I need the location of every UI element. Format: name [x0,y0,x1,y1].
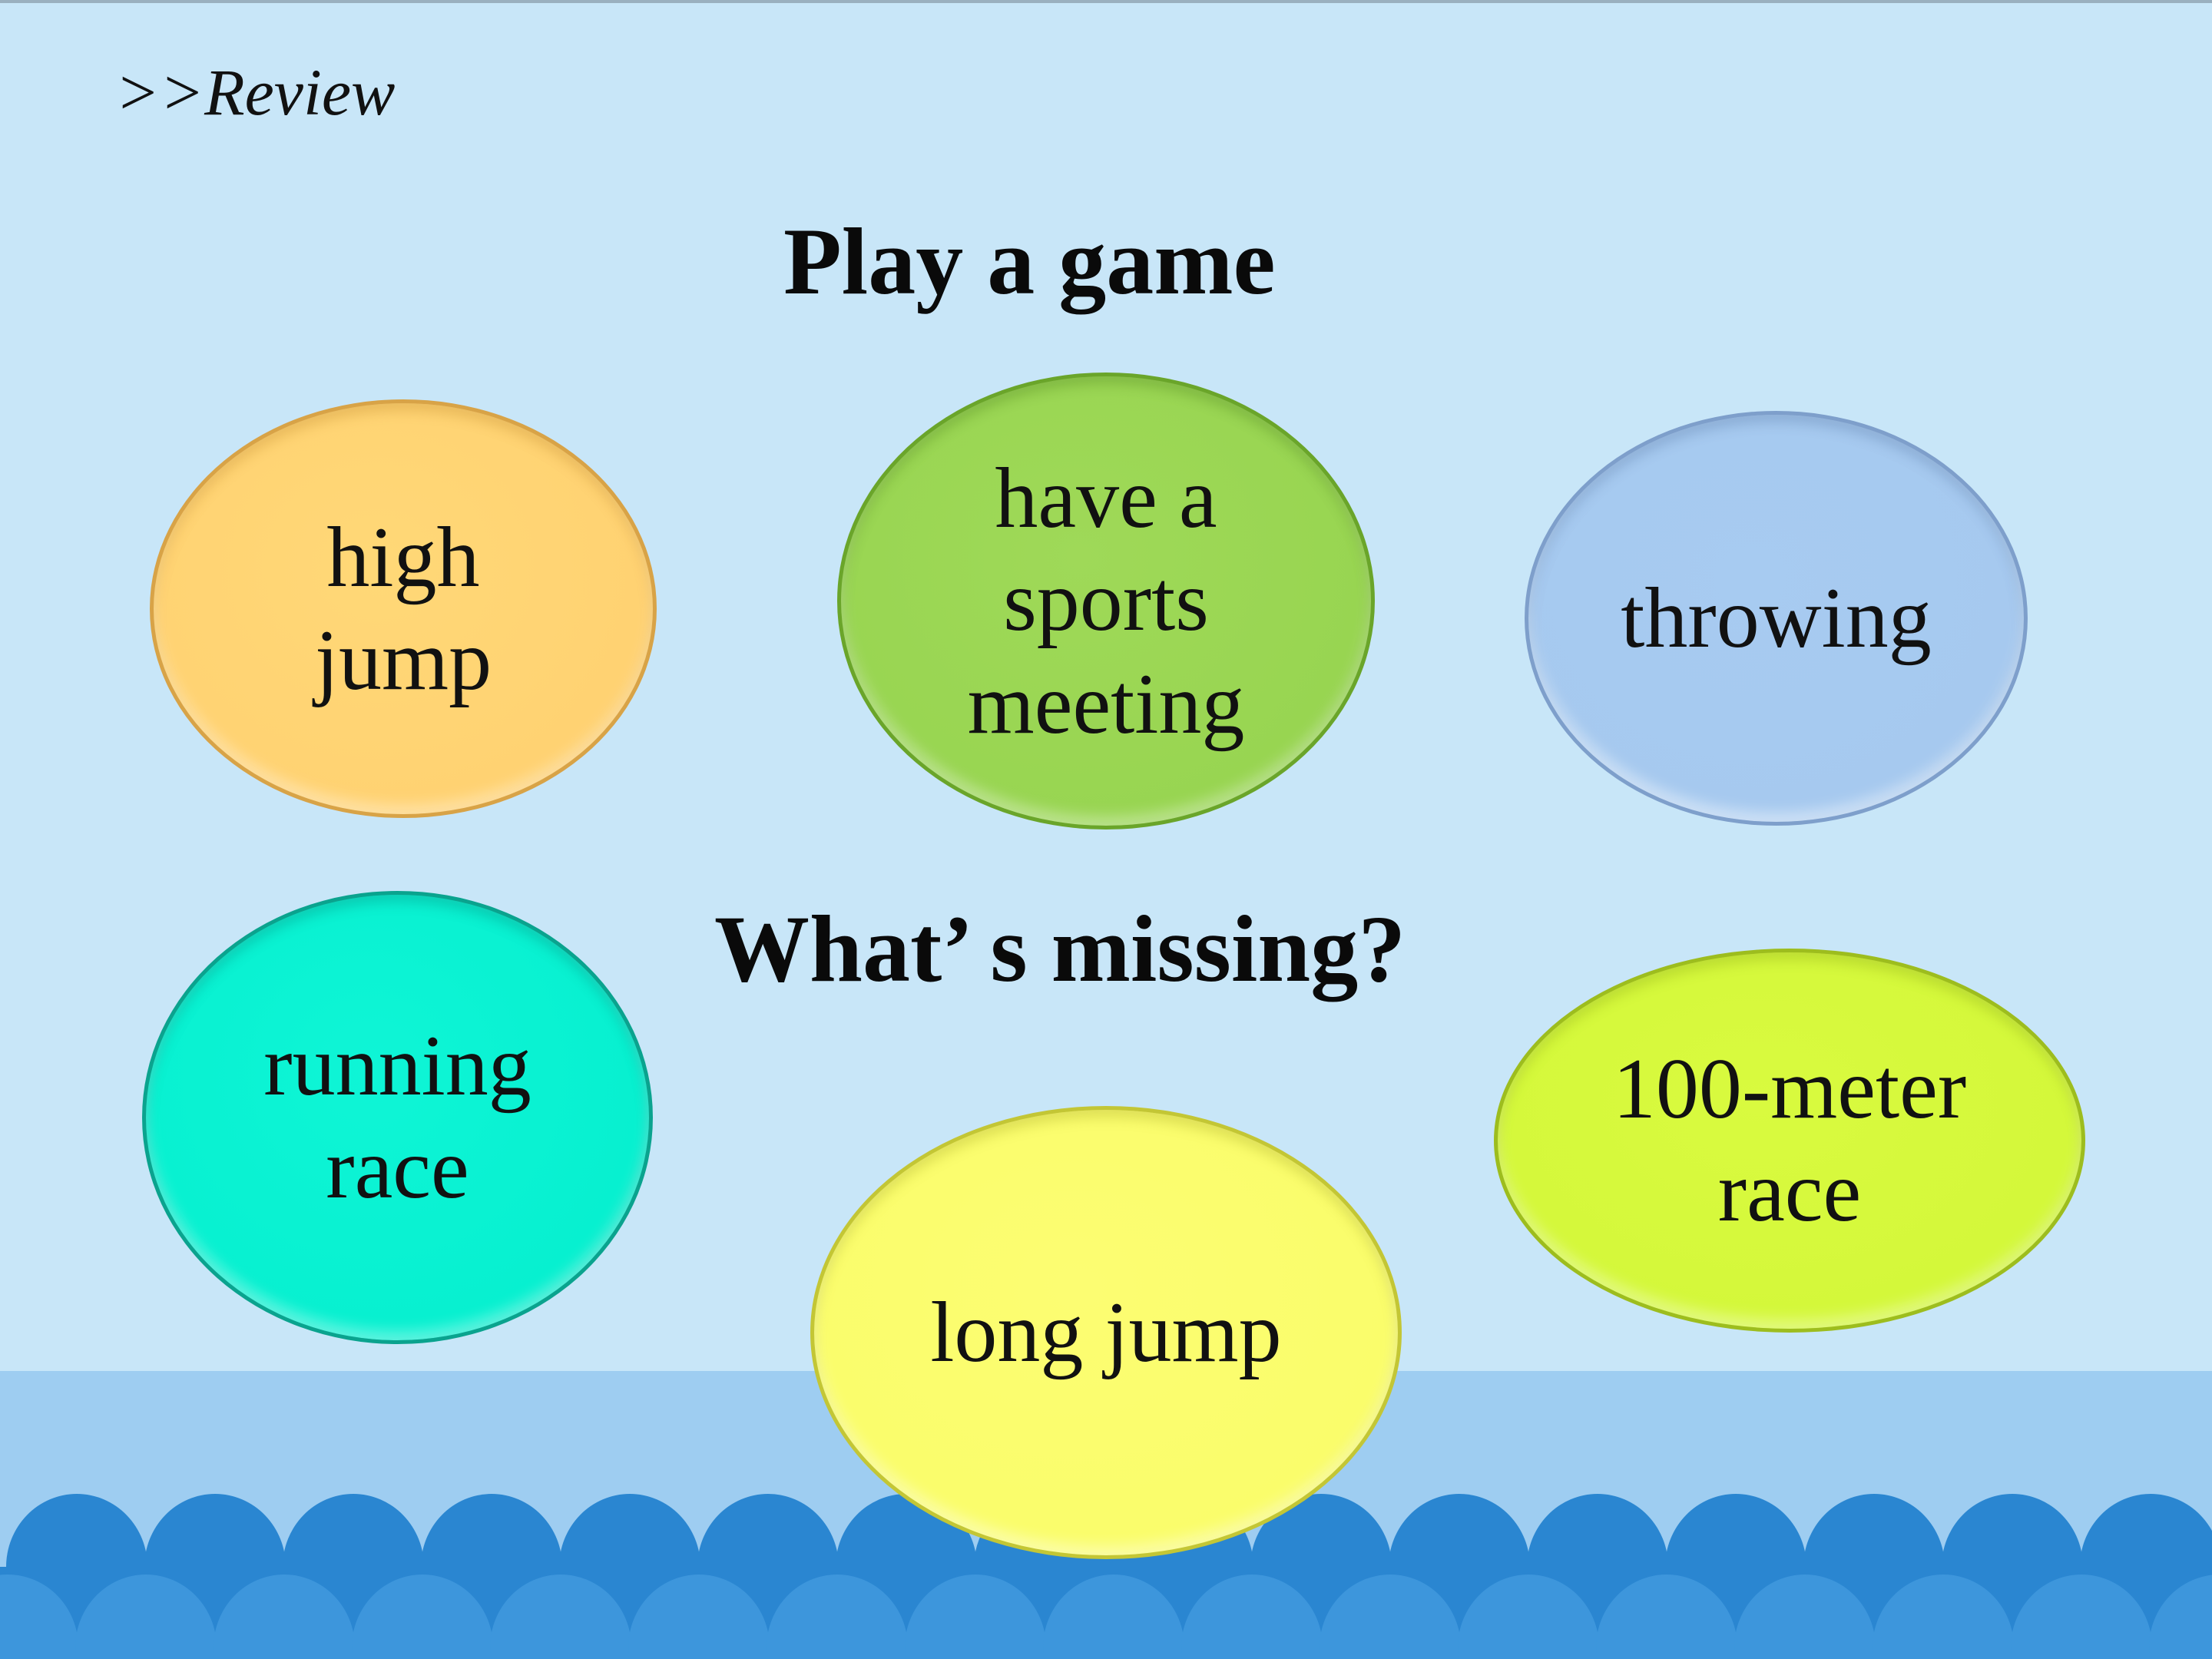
wave-scallop [1320,1575,1461,1659]
wave-scallop [75,1575,217,1659]
slide-title: Play a game [783,209,1276,314]
bubble-label: 100-meter race [1612,1041,1967,1240]
bubble-throwing[interactable]: throwing [1525,411,2028,826]
wave-scallop [490,1575,631,1659]
wave-scallop [1043,1575,1184,1659]
bubble-label: throwing [1621,571,1932,666]
bubble-label: have a sports meeting [967,450,1245,752]
wave-scallop [628,1575,770,1659]
wave-scallop [767,1575,908,1659]
bubble-label: running race [263,1018,531,1217]
bubble-label: high jump [314,509,492,708]
bubble-sports-meeting[interactable]: have a sports meeting [837,373,1375,830]
wave-scallop [1596,1575,1737,1659]
section-label: >>Review [115,55,396,129]
wave-scallop [1873,1575,2014,1659]
bubble-long-jump[interactable]: long jump [810,1106,1402,1559]
wave-scallop [2149,1575,2212,1659]
wave-scallop [214,1575,355,1659]
wave-scallop [352,1575,493,1659]
bubble-running-race[interactable]: running race [142,891,653,1344]
bubble-100-meter-race[interactable]: 100-meter race [1494,949,2085,1333]
wave-scallop [905,1575,1046,1659]
bubble-high-jump[interactable]: high jump [150,399,657,818]
bubble-label: long jump [930,1285,1282,1380]
wave-scallop [0,1575,78,1659]
top-border [0,0,2212,3]
wave-scallop [2011,1575,2152,1659]
wave-scallop [1734,1575,1876,1659]
question-text: What’ s missing? [714,896,1406,1002]
wave-decoration [0,1494,2212,1659]
wave-scallop [1458,1575,1599,1659]
wave-scallop [1181,1575,1323,1659]
